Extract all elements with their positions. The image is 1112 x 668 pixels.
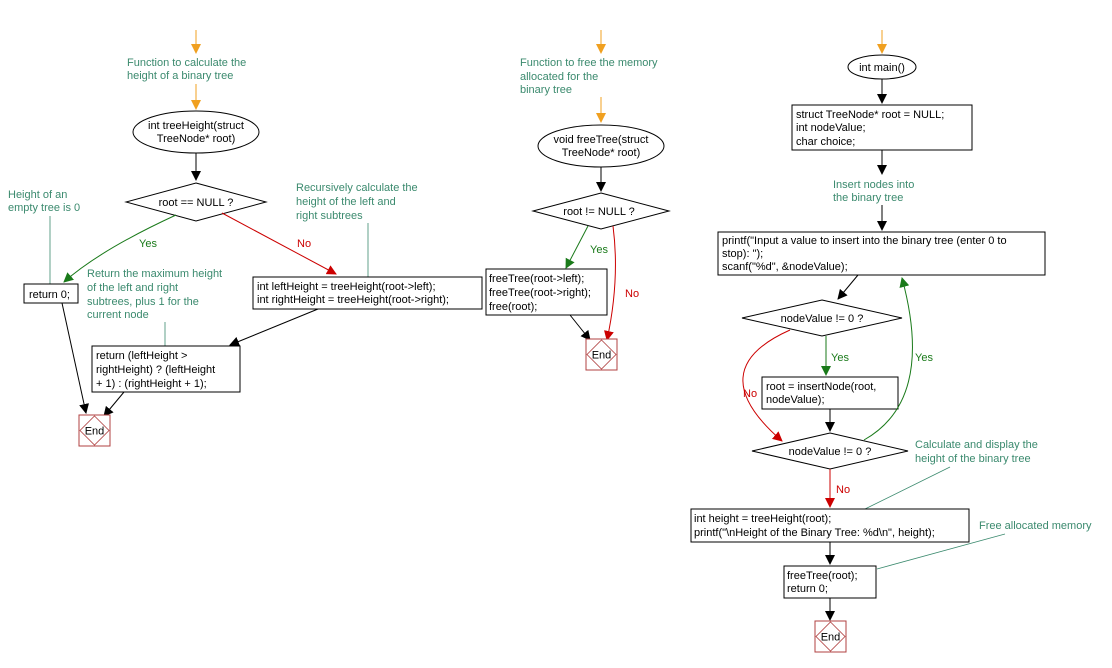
free-code-line: freeTree(root->left); — [489, 273, 584, 285]
insert-code-line: nodeValue); — [766, 394, 825, 406]
height-code-line: int height = treeHeight(root); — [694, 513, 831, 525]
tree-height-flow: Function to calculate the height of a bi… — [8, 30, 483, 447]
return-max-box — [91, 345, 241, 393]
free-main-line: return 0; — [787, 583, 828, 595]
no-branch-arrow — [604, 225, 616, 341]
free-tree-signature-line: void freeTree(struct — [554, 134, 649, 146]
tree-height-comment-line: Function to calculate the — [127, 57, 246, 69]
flow-arrow — [61, 302, 89, 414]
free-code-line: free(root); — [489, 301, 537, 313]
recursive-comment-line: height of the left and — [296, 196, 396, 208]
flow-arrow — [569, 314, 591, 341]
recursive-code-line: int leftHeight = treeHeight(root->left); — [257, 281, 436, 293]
tree-height-comment-line: height of a binary tree — [127, 70, 233, 82]
recursive-code-line: int rightHeight = treeHeight(root->right… — [257, 294, 449, 306]
declarations-box — [791, 104, 973, 151]
free-main-line: freeTree(root); — [787, 570, 858, 582]
yes-label: Yes — [139, 238, 157, 250]
input-code-line: scanf("%d", &nodeValue); — [722, 261, 848, 273]
free-tree-flow: Function to free the memory allocated fo… — [485, 30, 671, 371]
input-code-line: printf("Input a value to insert into the… — [722, 235, 1007, 247]
node-value-condition-2: nodeValue != 0 ? — [789, 446, 872, 458]
free-code-line: freeTree(root->right); — [489, 287, 591, 299]
return-max-line: rightHeight) ? (leftHeight — [96, 364, 215, 376]
free-tree-comment-line: binary tree — [520, 84, 572, 96]
comment-connector — [876, 533, 1006, 570]
yes-label: Yes — [915, 352, 933, 364]
yes-branch-arrow — [565, 225, 589, 269]
free-tree-signature-line: TreeNode* root) — [562, 147, 640, 159]
free-main-box — [783, 565, 877, 599]
yes-branch-arrow — [63, 214, 177, 283]
root-null-condition: root == NULL ? — [159, 197, 234, 209]
insert-comment-line: Insert nodes into — [833, 179, 914, 191]
free-tree-comment-line: Function to free the memory — [520, 57, 658, 69]
input-prompt-box — [717, 231, 1046, 276]
yes-label: Yes — [831, 352, 849, 364]
no-branch-arrow — [742, 329, 791, 442]
insert-code-line: root = insertNode(root, — [766, 381, 876, 393]
tree-height-signature-node — [132, 110, 260, 154]
node-value-condition-1: nodeValue != 0 ? — [781, 313, 864, 325]
flow-arrow — [103, 391, 125, 417]
end-terminal: End — [814, 620, 847, 653]
end-terminal: End — [585, 338, 618, 371]
flow-arrow — [229, 308, 319, 347]
return-zero-box — [23, 283, 79, 304]
return-zero-code: return 0; — [29, 289, 70, 301]
insert-comment-line: the binary tree — [833, 192, 903, 204]
height-comment-line: height of the binary tree — [915, 453, 1031, 465]
flow-arrow — [837, 274, 859, 300]
yes-loop-arrow — [863, 277, 913, 441]
declaration-line: int nodeValue; — [796, 122, 866, 134]
height-comment-line: Calculate and display the — [915, 439, 1038, 451]
insert-node-box — [761, 376, 899, 410]
root-null-decision — [124, 182, 268, 222]
return-max-line: + 1) : (rightHeight + 1); — [96, 378, 207, 390]
recursive-comment-line: Recursively calculate the — [296, 182, 418, 194]
node-value-decision-1 — [741, 299, 903, 337]
root-not-null-decision — [531, 192, 671, 230]
free-tree-comment-line: allocated for the — [520, 71, 598, 83]
max-height-comment-line: Return the maximum height — [87, 268, 222, 280]
free-nodes-box — [485, 268, 608, 316]
comment-connector — [864, 466, 951, 510]
empty-tree-comment-line: empty tree is 0 — [8, 202, 80, 214]
no-label: No — [743, 388, 757, 400]
max-height-comment-line: current node — [87, 309, 149, 321]
free-tree-signature-node — [537, 124, 665, 168]
declaration-line: char choice; — [796, 136, 855, 148]
recursive-comment-line: right subtrees — [296, 210, 363, 222]
free-memory-comment: Free allocated memory — [979, 520, 1092, 532]
height-output-box — [690, 508, 970, 543]
end-terminal: End — [78, 414, 111, 447]
main-flow: int main() struct TreeNode* root = NULL;… — [690, 30, 1092, 653]
no-label: No — [297, 238, 311, 250]
yes-label: Yes — [590, 244, 608, 256]
end-label: End — [592, 350, 612, 362]
input-code-line: stop): "); — [722, 248, 763, 260]
empty-tree-comment-line: Height of an — [8, 189, 67, 201]
no-branch-arrow — [221, 212, 337, 275]
recursive-height-box — [252, 276, 483, 310]
root-not-null-condition: root != NULL ? — [563, 206, 634, 218]
no-label: No — [625, 288, 639, 300]
tree-height-signature-line: TreeNode* root) — [157, 133, 235, 145]
max-height-comment-line: of the left and right — [87, 282, 178, 294]
end-label: End — [85, 426, 105, 438]
declaration-line: struct TreeNode* root = NULL; — [796, 109, 944, 121]
main-signature: int main() — [859, 62, 905, 74]
height-code-line: printf("\nHeight of the Binary Tree: %d\… — [694, 527, 935, 539]
no-label: No — [836, 484, 850, 496]
return-max-line: return (leftHeight > — [96, 350, 187, 362]
end-label: End — [821, 632, 841, 644]
max-height-comment-line: subtrees, plus 1 for the — [87, 296, 199, 308]
tree-height-signature-line: int treeHeight(struct — [148, 120, 244, 132]
